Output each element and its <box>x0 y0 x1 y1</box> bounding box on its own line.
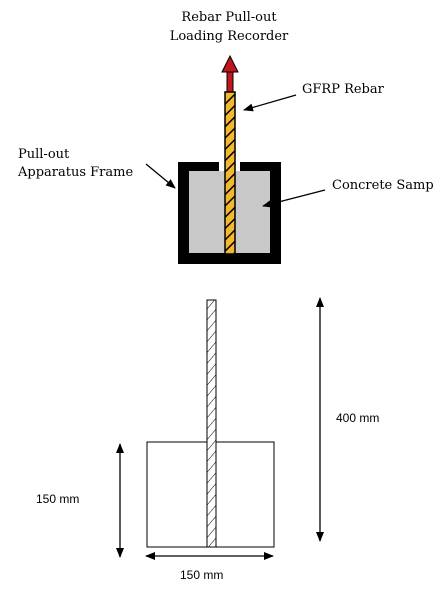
gfrp-rebar <box>224 91 236 255</box>
load-arrow <box>221 54 239 94</box>
sample-leader-arrow <box>262 189 326 208</box>
specimen-bar <box>206 299 217 548</box>
concrete-sample-label: Concrete Sample <box>332 178 434 193</box>
sample-height-label: 150 mm <box>36 492 80 506</box>
gfrp-rebar-label: GFRP Rebar <box>302 82 384 97</box>
recorder-label: Rebar Pull-out Loading Recorder <box>169 10 289 44</box>
sample-width-label: 150 mm <box>180 568 224 582</box>
apparatus-frame <box>178 162 281 264</box>
frame-leader-arrow <box>145 163 176 189</box>
gfrp-leader-arrow <box>243 94 297 112</box>
apparatus-frame-label: Pull-out Apparatus Frame <box>18 147 134 180</box>
rebar-length-label: 400 mm <box>336 411 380 425</box>
